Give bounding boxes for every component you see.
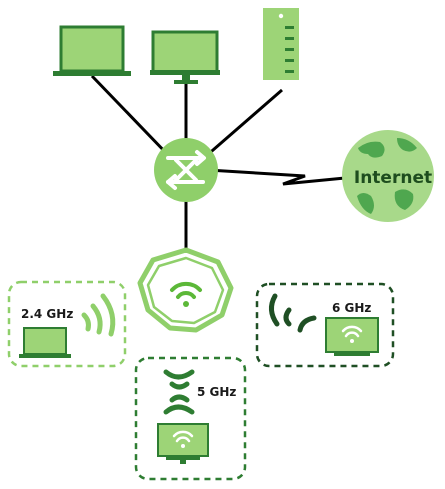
wifi-waves-icon <box>81 293 116 337</box>
band-label-24ghz: 2.4 GHz <box>21 307 73 321</box>
wifi-waves-icon <box>163 369 195 415</box>
monitor-wifi-icon <box>325 317 379 356</box>
monitor-wifi-icon <box>157 423 209 464</box>
link-laptop-router <box>90 74 172 159</box>
wifi-access-point-icon <box>137 247 234 333</box>
laptop-icon <box>53 25 131 76</box>
laptop-icon <box>19 327 71 358</box>
client-group-24ghz: 2.4 GHz <box>7 280 127 368</box>
router-switch-icon <box>154 138 218 202</box>
client-group-5ghz: 5 GHz <box>134 356 247 481</box>
band-label-5ghz: 5 GHz <box>197 385 236 399</box>
link-router-internet <box>207 168 346 186</box>
band-label-6ghz: 6 GHz <box>332 301 371 315</box>
client-group-6ghz: 6 GHz <box>255 282 395 368</box>
internet-label: Internet <box>354 168 432 188</box>
link-server-router <box>204 88 283 159</box>
desktop-monitor-icon <box>150 30 220 84</box>
server-tower-icon <box>263 8 299 80</box>
internet-globe-icon: Internet <box>342 130 434 222</box>
connections <box>90 74 346 252</box>
wifi-waves-icon <box>269 293 317 333</box>
